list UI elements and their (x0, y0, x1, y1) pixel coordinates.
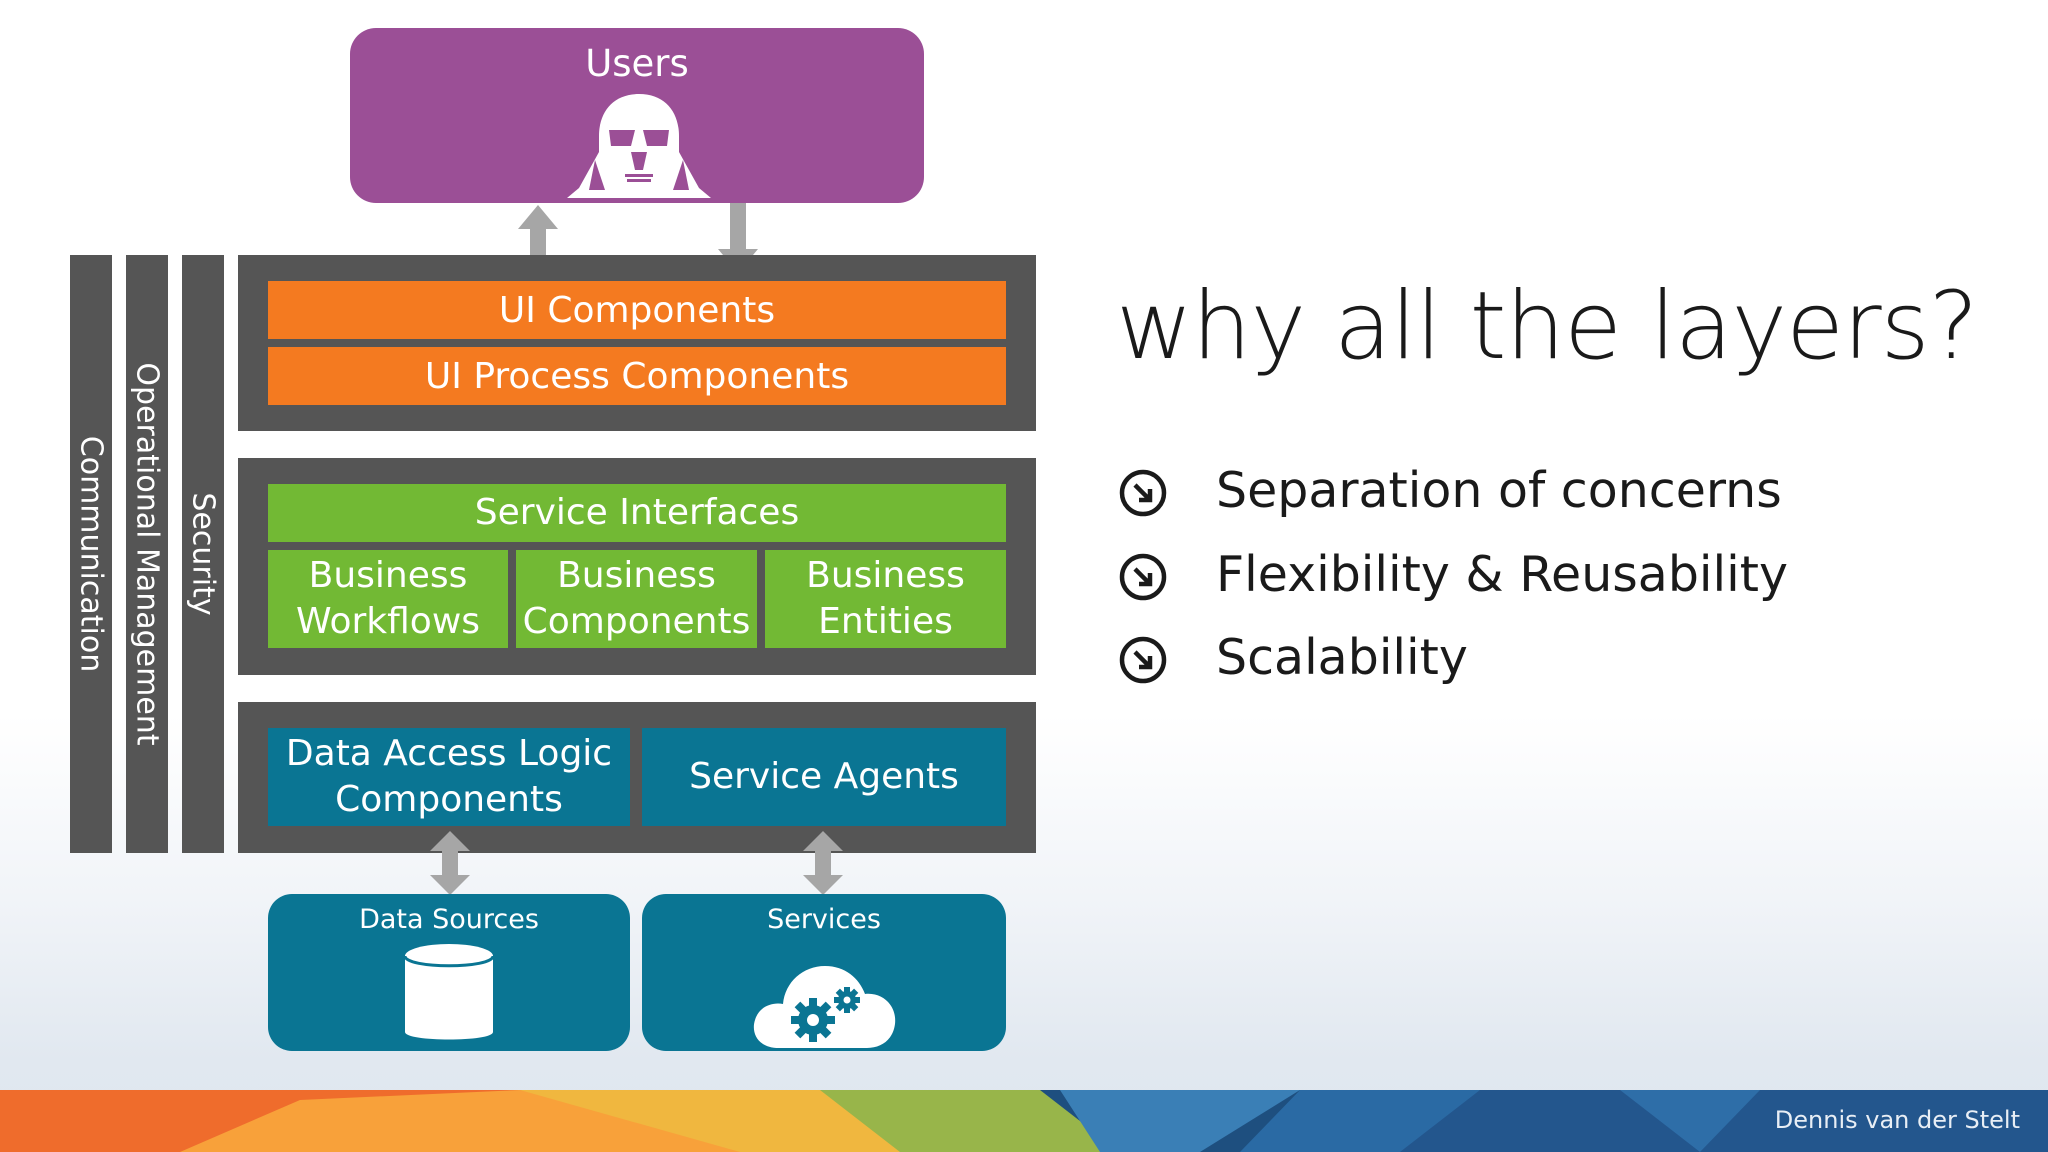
business-workflows-line2: Workflows (295, 601, 481, 642)
data-sources-label: Data Sources (359, 904, 539, 935)
ui-components-box: UI Components (268, 281, 1006, 339)
arrow-circle-icon (1119, 469, 1167, 517)
author-name: Dennis van der Stelt (1774, 1106, 2020, 1134)
ui-process-components-box: UI Process Components (268, 347, 1006, 405)
dal-line1: Data Access Logic (285, 733, 613, 774)
business-components-line1: Business (557, 555, 716, 596)
cloud-gears-icon (753, 966, 896, 1048)
slide-title: why all the layers? (1116, 272, 1979, 381)
crosscutting-bar-operational-management (126, 255, 168, 853)
services-label: Services (767, 904, 881, 935)
business-components-line2: Components (522, 601, 751, 642)
crosscutting-bar-security (182, 255, 224, 853)
service-agents-box: Service Agents (642, 728, 1006, 826)
business-entities-line1: Business (806, 555, 965, 596)
crosscutting-label-security: Security (185, 492, 221, 616)
crosscutting-label-communication: Communication (73, 435, 109, 673)
footer-decoration (0, 1090, 2048, 1152)
arrow-circle-icon (1119, 636, 1167, 684)
business-workflows-line1: Business (308, 555, 468, 596)
users-label: Users (585, 42, 689, 85)
arrow-up-icon (518, 205, 558, 275)
service-interfaces-box: Service Interfaces (268, 484, 1006, 542)
bullet-separation-of-concerns: Separation of concerns (1216, 462, 1782, 519)
double-arrow-data-icon (430, 831, 470, 895)
arrow-circle-icon (1119, 553, 1167, 601)
database-icon (403, 944, 495, 1040)
darth-vader-helmet-icon (567, 94, 711, 198)
double-arrow-services-icon (803, 831, 843, 895)
dal-line2: Components (335, 779, 563, 820)
crosscutting-label-operational-management: Operational Management (129, 362, 165, 746)
crosscutting-bar-communication (70, 255, 112, 853)
bullet-scalability: Scalability (1216, 629, 1468, 686)
business-entities-line2: Entities (818, 601, 953, 642)
bullet-flexibility-reusability: Flexibility & Reusability (1216, 546, 1788, 603)
